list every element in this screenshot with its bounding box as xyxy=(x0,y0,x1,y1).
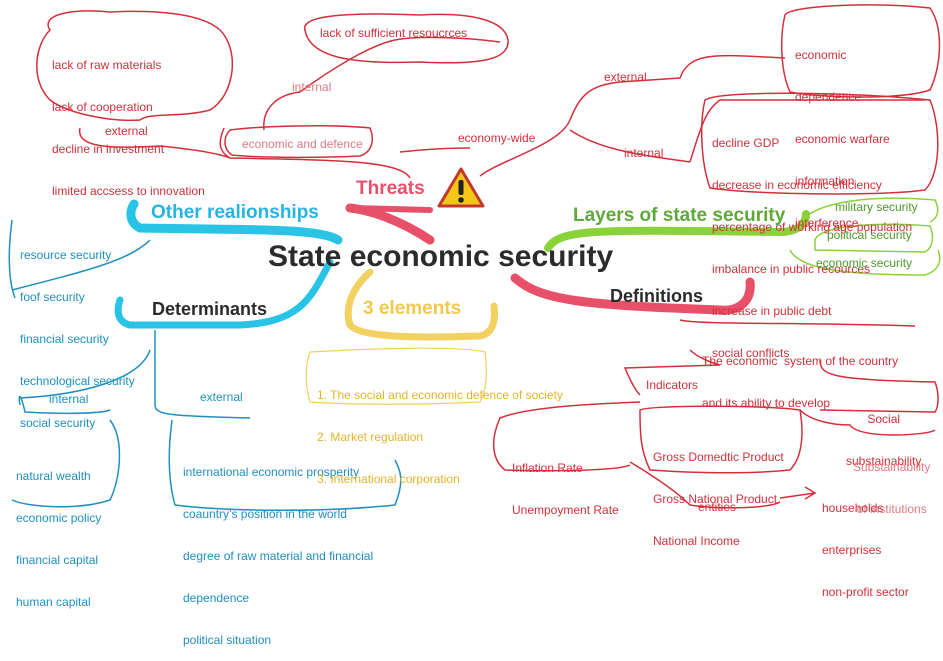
other-rel-branch xyxy=(126,199,343,245)
threats-external-right-items: economic dependence economic warfare inf… xyxy=(795,48,890,230)
threats-underline xyxy=(347,205,433,213)
three-elements-label: 3 elements xyxy=(363,298,462,319)
layers-item-economic: economic security xyxy=(816,256,913,270)
threats-economic-defence: economic and defence xyxy=(242,137,363,151)
entities-label: entities xyxy=(698,500,737,514)
elements-branch xyxy=(344,268,498,341)
threats-internal-right-items: decline GDP decrease in economic efficie… xyxy=(712,136,913,360)
indicator-rates: Inflation Rate Unempoyment Rate xyxy=(512,461,619,517)
layers-branch xyxy=(544,210,810,252)
layers-label: Layers of state security xyxy=(573,205,786,226)
entities-items: households enterprises non-profit sector xyxy=(822,501,909,599)
indicator-products: Gross Domedtic Product Gross National Pr… xyxy=(653,450,784,548)
layers-item-political: political security xyxy=(827,228,912,242)
threats-external-left-items: lack of raw materials lack of cooperatio… xyxy=(52,58,205,198)
connector-lines xyxy=(8,4,941,511)
other-relationships-items: resource security foof security financia… xyxy=(20,248,135,430)
determinants-branch xyxy=(114,258,334,329)
threats-internal-top-label: internal xyxy=(292,80,332,94)
other-relationships-label: Other realionships xyxy=(151,202,319,223)
definitions-branch xyxy=(510,273,755,315)
threats-economy-wide: economy-wide xyxy=(458,131,536,145)
threats-branch xyxy=(345,203,435,245)
definitions-label: Definitions xyxy=(610,286,703,306)
determinants-external-label: external xyxy=(200,390,243,404)
warning-icon xyxy=(436,166,486,210)
three-elements-items: 1. The social and economic defence of so… xyxy=(317,388,563,486)
layers-item-military: military security xyxy=(835,200,918,214)
determinants-internal-items: natural wealth economic policy financial… xyxy=(16,469,102,609)
threats-internal-right-label: internal xyxy=(624,146,664,160)
social-sustainability: Social substainability xyxy=(846,412,922,468)
threats-label: Threats xyxy=(356,178,425,199)
determinants-label: Determinants xyxy=(152,299,268,319)
center-topic: State economic security xyxy=(268,240,614,273)
threats-external-left-label: external xyxy=(105,124,148,138)
threats-external-right-label: external xyxy=(604,70,647,84)
institutions-sustainability: Substainability of institutions xyxy=(853,460,931,516)
threats-internal-top-item: lack of sufficient resoucrces xyxy=(320,26,468,40)
determinants-internal-label: internal xyxy=(49,392,89,406)
definitions-system: The economic system of the country and i… xyxy=(702,354,899,410)
indicators-label: Indicators xyxy=(646,378,699,392)
